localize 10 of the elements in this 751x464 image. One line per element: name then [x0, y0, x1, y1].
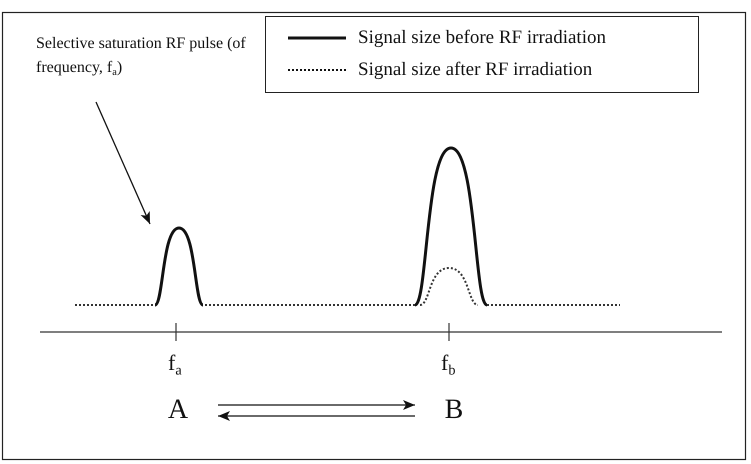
frequency-label: f$_{a}$: [168, 350, 182, 380]
reaction-arrow: [218, 400, 415, 410]
leader-arrow: [95, 102, 151, 224]
legend-text: Signal size after RF irradiation: [358, 58, 592, 82]
legend-text: Signal size before RF irradiation: [358, 26, 606, 50]
frequency-label: f$_{b}$: [441, 350, 456, 380]
state-label: A: [166, 393, 190, 427]
state-label: B: [444, 393, 464, 427]
callout-text: Selective saturation RF pulse (of frequency, f$_{a}$): [36, 34, 247, 80]
reaction-arrow: [218, 411, 415, 421]
